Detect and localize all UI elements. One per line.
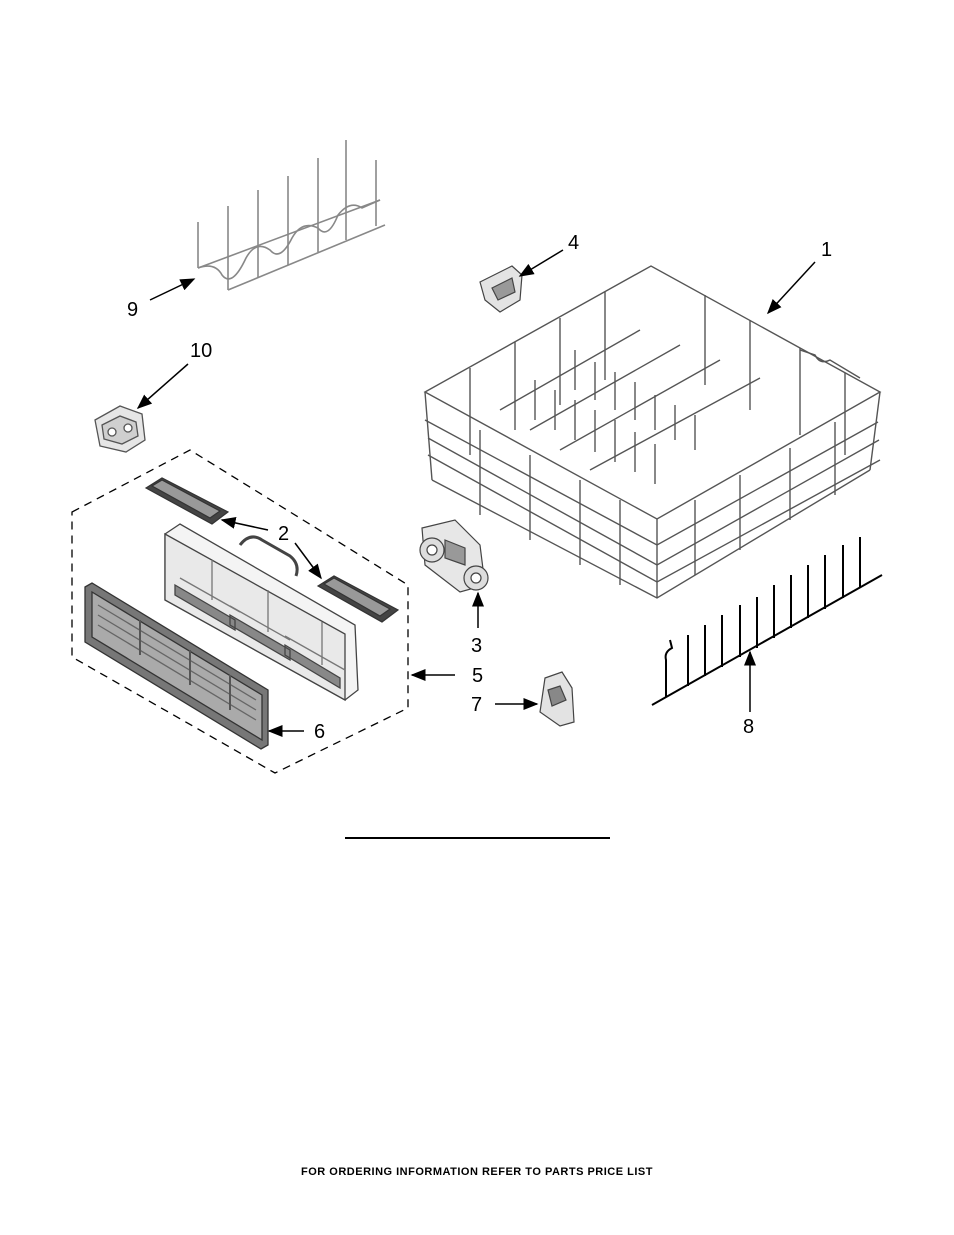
part-10-clip <box>94 405 146 453</box>
callout-1: 1 <box>821 239 832 261</box>
callout-8: 8 <box>743 716 754 738</box>
callout-10: 10 <box>190 340 212 362</box>
part-9-tine-row <box>197 140 386 291</box>
part-1-lower-dishrack <box>423 265 882 599</box>
arrow-1 <box>766 261 816 315</box>
callout-2: 2 <box>278 523 289 545</box>
arrow-4 <box>518 249 564 277</box>
part-3-wheel-assembly <box>419 519 489 593</box>
footer-ordering-note: FOR ORDERING INFORMATION REFER TO PARTS … <box>301 1166 653 1178</box>
callout-6: 6 <box>314 721 325 743</box>
part-8-tine-row <box>651 537 883 706</box>
arrow-9 <box>149 278 196 301</box>
part-4-clip <box>479 265 523 313</box>
callout-4: 4 <box>568 232 579 254</box>
arrow-2a <box>220 517 269 531</box>
arrow-10 <box>136 363 189 409</box>
callout-3: 3 <box>471 635 482 657</box>
callout-9: 9 <box>127 299 138 321</box>
leader-arrows <box>136 249 816 737</box>
arrow-2b <box>294 542 322 580</box>
part-5-assembly-outline <box>71 449 409 774</box>
part-2-cover-a <box>144 477 230 525</box>
callout-5: 5 <box>472 665 483 687</box>
callout-7: 7 <box>471 694 482 716</box>
part-7-bracket <box>539 671 575 727</box>
part-6-basket-panel <box>84 582 269 750</box>
part-2-cover-b <box>316 575 400 623</box>
part-5-silverware-basket <box>164 523 359 702</box>
